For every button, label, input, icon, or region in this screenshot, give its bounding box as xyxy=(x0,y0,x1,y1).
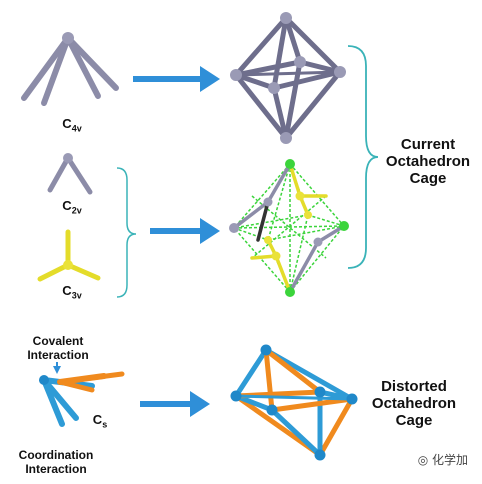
octahedron-gray-atoms xyxy=(230,12,346,144)
label-c2v: C2v xyxy=(62,198,82,216)
c4v-fragment xyxy=(21,35,119,106)
label-current-octahedron-cage: Current Octahedron Cage xyxy=(385,136,471,187)
distorted-octahedron xyxy=(233,347,355,458)
label-distorted-octahedron-cage: Distorted Octahedron Cage xyxy=(371,378,457,429)
label-c4v: C4v xyxy=(62,116,82,134)
wechat-icon: ◎ xyxy=(417,453,432,467)
c3v-fragment xyxy=(37,229,101,282)
c2v-center-atom xyxy=(63,153,73,163)
c3v-center-atom xyxy=(63,260,73,270)
distorted-octahedron-atoms xyxy=(230,344,358,461)
c4v-center-atom xyxy=(62,32,74,44)
label-cs: Cs xyxy=(92,412,108,430)
arrow-bottom xyxy=(140,391,210,417)
octahedron-green-atoms xyxy=(229,159,349,297)
label-coordination-interaction: Coordination Interaction xyxy=(18,448,94,476)
label-covalent-interaction: Covalent Interaction xyxy=(27,334,89,362)
label-c3v: C3v xyxy=(62,283,82,301)
octahedron-green-fragments xyxy=(232,162,346,294)
cs-center-atom xyxy=(39,375,49,385)
left-brace xyxy=(116,167,137,298)
arrow-middle xyxy=(150,218,220,244)
right-brace xyxy=(347,45,379,269)
arrow-top xyxy=(133,66,220,92)
cs-fragment xyxy=(41,371,125,427)
octahedron-green-dashed xyxy=(233,163,345,293)
c2v-fragment xyxy=(47,155,93,195)
octahedron-gray xyxy=(233,15,343,141)
watermark-text: ◎ 化学加 xyxy=(417,453,468,467)
